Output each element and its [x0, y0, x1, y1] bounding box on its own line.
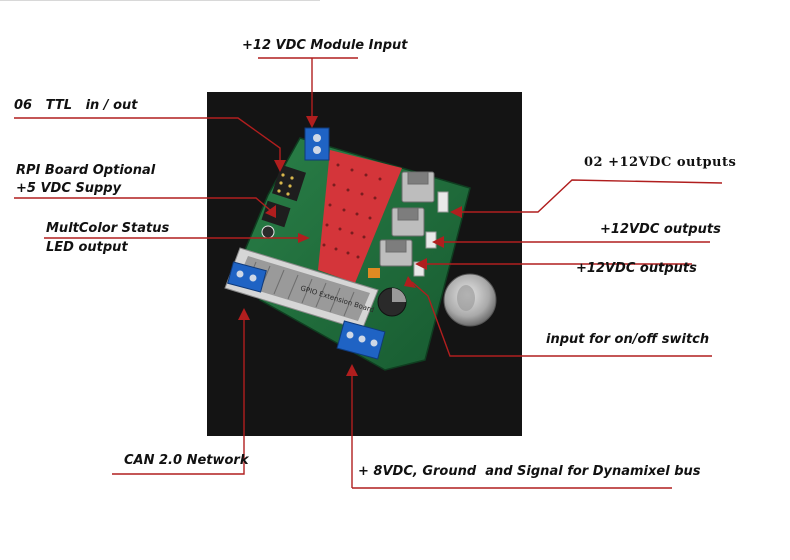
leader-out02 — [460, 179, 723, 213]
capacitor — [377, 287, 407, 317]
label-led-line1: MultColor Status — [46, 221, 170, 236]
arrow-out-a-icon — [432, 236, 444, 248]
label-out-a: +12VDC outputs — [600, 222, 721, 237]
status-led — [261, 225, 275, 239]
module-input-terminal-icon — [304, 127, 330, 161]
gpio-breakout — [318, 150, 402, 283]
regulator-heatsinks — [379, 171, 435, 267]
arrow-led-icon — [298, 233, 310, 243]
leader-can — [112, 318, 245, 475]
label-led-line2: LED output — [46, 240, 128, 255]
label-out02: 02 +12VDC outputs — [584, 155, 737, 170]
leader-ttl — [14, 117, 281, 160]
arrow-out-b-icon — [415, 258, 427, 270]
arrow-rpi-icon — [265, 205, 276, 218]
arrow-switch-icon — [404, 276, 416, 288]
arrow-can-icon — [238, 308, 250, 320]
dynamixel-terminal-icon — [336, 320, 386, 360]
arrow-ttl-icon — [274, 160, 286, 172]
leader-rpi — [14, 197, 271, 211]
label-out-b: +12VDC outputs — [576, 261, 697, 276]
label-module-input: +12 VDC Module Input — [242, 38, 408, 53]
arrow-dxl-icon — [346, 364, 358, 376]
label-rpi-line2: +5 VDC Suppy — [16, 181, 122, 196]
coin-icon — [443, 273, 497, 327]
label-rpi-line1: RPI Board Optional — [16, 163, 156, 178]
label-can: CAN 2.0 Network — [124, 453, 249, 468]
label-switch: input for on/off switch — [546, 332, 710, 347]
leader-switch — [411, 281, 712, 357]
arrow-module-input-icon — [306, 116, 318, 128]
can-terminal-icon — [227, 261, 267, 293]
label-dxl: + 8VDC, Ground and Signal for Dynamixel … — [358, 464, 701, 479]
label-ttl: 06 TTL in / out — [14, 98, 138, 113]
top-rule — [0, 0, 320, 1]
switch-header — [368, 268, 380, 278]
arrow-out02-icon — [450, 206, 462, 218]
